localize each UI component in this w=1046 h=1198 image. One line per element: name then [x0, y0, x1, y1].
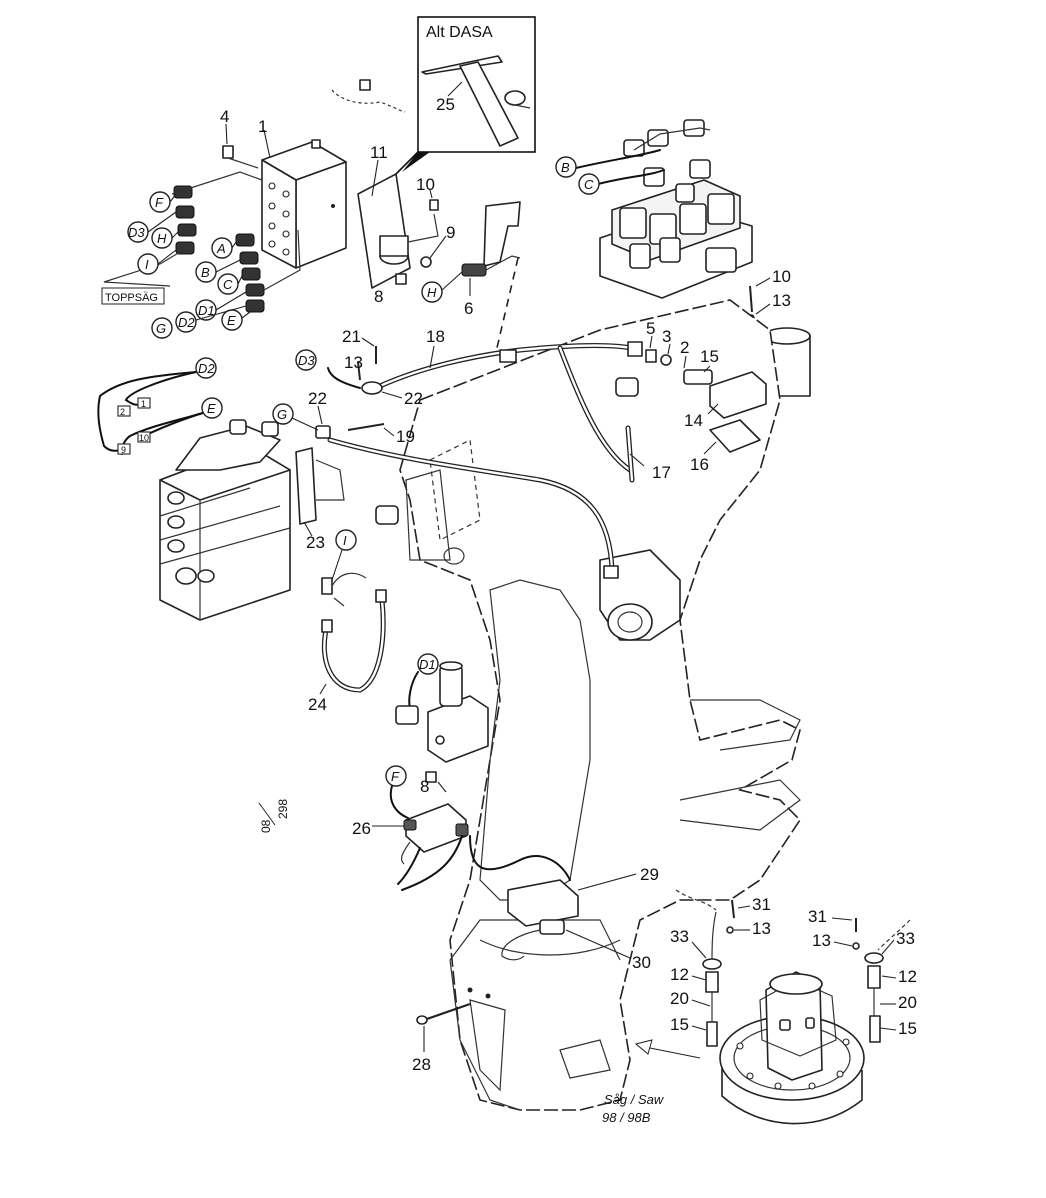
- connector-label-E-valve: E: [207, 401, 216, 416]
- connector-label-D1: D1: [198, 303, 215, 318]
- connector-label-H-mid: H: [427, 285, 437, 300]
- part-number-21: 21: [342, 327, 361, 346]
- part-number-4: 4: [220, 107, 229, 126]
- part-number-12-left: 12: [670, 965, 689, 984]
- valve-bank-left: 23: [159, 419, 345, 621]
- part-number-15-left: 15: [670, 1015, 689, 1034]
- part-number-13-mid: 13: [344, 353, 363, 372]
- connector-label-G: G: [156, 321, 166, 336]
- rotator-assembly: [675, 889, 911, 1125]
- part-number-2: 2: [680, 338, 689, 357]
- drawing-reference: 08 298: [258, 799, 290, 833]
- part-number-13-right: 13: [772, 291, 791, 310]
- connector-label-D2: D2: [178, 315, 195, 330]
- part-number-20-left: 20: [670, 989, 689, 1008]
- part-number-23: 23: [306, 533, 325, 552]
- part-number-33-left: 33: [670, 927, 689, 946]
- part-number-22-left: 22: [308, 389, 327, 408]
- drawing-ref-bottom: 298: [276, 799, 290, 819]
- part-number-29: 29: [640, 865, 659, 884]
- wire-harness-left: 2 1 10 9 D2 E G: [97, 357, 319, 455]
- part-number-9: 9: [446, 223, 455, 242]
- part-number-6: 6: [464, 299, 473, 318]
- connector-label-H: H: [157, 231, 167, 246]
- part-number-11: 11: [370, 143, 388, 162]
- part-number-31-right: 31: [808, 907, 827, 926]
- part-number-25: 25: [436, 95, 455, 114]
- sensor-29-30: 29 30: [501, 865, 659, 972]
- wire-tag-1: 1: [141, 399, 146, 409]
- part-number-5: 5: [646, 319, 655, 338]
- connector-label-D3: D3: [128, 225, 145, 240]
- wire-tag-9: 9: [121, 445, 126, 455]
- drawing-ref-top: 08: [259, 819, 273, 833]
- main-frame: [399, 299, 802, 1111]
- valve-26-assembly: F 8 26: [352, 765, 571, 891]
- part-number-8-lower: 8: [420, 777, 429, 796]
- saw-label-line1: Såg / Saw: [604, 1092, 665, 1107]
- connector-label-B: B: [201, 265, 210, 280]
- part-number-8-upper: 8: [374, 287, 383, 306]
- valve-block-upper: B C: [555, 119, 753, 299]
- connector-label-D3-mid: D3: [298, 353, 315, 368]
- part-number-31-left: 31: [752, 895, 771, 914]
- connector-label-C: C: [223, 277, 233, 292]
- connector-label-A: A: [216, 241, 226, 256]
- connector-label-I: I: [145, 257, 149, 272]
- part-number-18: 18: [426, 327, 445, 346]
- connector-label-F: F: [155, 195, 164, 210]
- part-number-3: 3: [662, 327, 671, 346]
- inset-title: Alt DASA: [426, 24, 493, 41]
- part-number-12-right: 12: [898, 967, 917, 986]
- fittings-right: 5 3 2 15 14 16 17: [629, 319, 767, 482]
- saw-label: Såg / Saw 98 / 98B: [602, 1092, 665, 1125]
- sensor-bracket: H 6: [421, 201, 521, 353]
- part-number-13-rotor-right: 13: [812, 931, 831, 950]
- part-number-22-right: 22: [404, 389, 423, 408]
- wire-tag-10: 10: [139, 433, 149, 443]
- rotator-sensor-left: 31 13 33 12 20 15: [670, 895, 771, 1047]
- part-number-15-upper: 15: [700, 347, 719, 366]
- part-number-1: 1: [258, 117, 267, 136]
- wire-tag-2: 2: [120, 407, 125, 417]
- part-number-10-right: 10: [772, 267, 791, 286]
- part-number-28: 28: [412, 1055, 431, 1074]
- part-number-15-right: 15: [898, 1019, 917, 1038]
- hose-fittings-mid: D3 21 18 13 22 22 19: [295, 327, 445, 446]
- part-number-33-right: 33: [896, 929, 915, 948]
- mounting-plate: 11 10 9 8: [331, 79, 455, 306]
- part-number-20-right: 20: [898, 993, 917, 1012]
- part-number-13-rotor-left: 13: [752, 919, 771, 938]
- connector-callouts-left: F D3 H I A B C D1 G D2 E TOPPSÄG: [101, 191, 251, 339]
- part-number-26: 26: [352, 819, 371, 838]
- connector-label-F-valve: F: [391, 769, 400, 784]
- connector-label-G-valve: G: [277, 407, 287, 422]
- connector-label-I-hose: I: [343, 533, 347, 548]
- junction-box: 1 4: [220, 107, 347, 269]
- rotator-sensor-right: 31 13 33 12 20 15: [808, 907, 917, 1043]
- part-number-24: 24: [308, 695, 327, 714]
- part-number-19: 19: [396, 427, 415, 446]
- bolt-28: 28: [412, 1002, 471, 1074]
- part-number-10-upper: 10: [416, 175, 435, 194]
- connector-label-E: E: [227, 313, 236, 328]
- part-number-16: 16: [690, 455, 709, 474]
- saw-label-line2: 98 / 98B: [602, 1110, 651, 1125]
- part-number-17: 17: [652, 463, 671, 482]
- solenoid-valve-d1: D1: [395, 653, 489, 763]
- part-number-14: 14: [684, 411, 703, 430]
- connector-label-C-right: C: [584, 177, 594, 192]
- toppsag-label: TOPPSÄG: [105, 292, 158, 304]
- inset-alt-dasa: Alt DASA 25: [394, 16, 536, 176]
- connector-label-B-right: B: [561, 160, 570, 175]
- hose-24-assembly: I 24: [308, 529, 367, 714]
- connector-plugs: [103, 171, 301, 313]
- connector-label-D1-valve: D1: [419, 657, 436, 672]
- part-number-30: 30: [632, 953, 651, 972]
- connector-label-D2-valve: D2: [198, 361, 215, 376]
